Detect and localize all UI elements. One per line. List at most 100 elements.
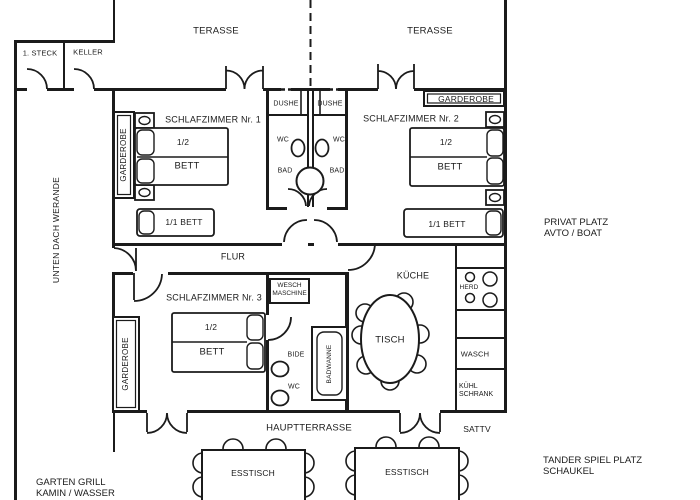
pillow (246, 314, 264, 341)
wall-top (414, 88, 507, 91)
bedroom2-wardrobe-label: GARDEROBE (438, 93, 494, 104)
wall-left-outer (14, 40, 17, 500)
burner (482, 271, 498, 287)
bedroom3-door-arc (133, 273, 163, 302)
dining-table-right-label: ESSTISCH (385, 466, 429, 477)
pillow (246, 342, 264, 370)
bedroom3-bed-half-label: 1/2 (204, 321, 218, 332)
doors-layer (26, 64, 441, 434)
washing-machine (269, 278, 310, 304)
wall-corridor-top (112, 243, 282, 246)
toilet (314, 138, 330, 158)
bedroom2-single-bed-label: 1/1 BETT (428, 218, 466, 229)
burner (482, 292, 498, 308)
sink-label: WASCH (460, 349, 490, 359)
sat-tv-label: SATTV (463, 423, 491, 434)
wall-top (338, 88, 378, 91)
private-parking-note: PRIVAT PLATZ AVTO / BOAT (544, 217, 609, 240)
pillow (136, 129, 155, 156)
nightstand-knob (138, 187, 151, 198)
bath-left-door-arc (287, 188, 307, 207)
bedroom1-bed-label: BETT (174, 160, 200, 172)
lower-wc-label: WC (288, 383, 300, 391)
bedroom3-wardrobe-label: GARDEROBE (121, 337, 130, 391)
wall-mainterrace-left (113, 413, 115, 452)
bathtub-inner (316, 331, 343, 396)
kitchen-table-label: TISCH (375, 334, 405, 346)
kitchen-counter-divider (455, 337, 506, 339)
terrace-left-label: TERASSE (193, 25, 239, 37)
wall-steck-bottom (14, 88, 27, 91)
wardrobe-bedroom3-inner (115, 319, 137, 409)
bedroom1-wardrobe-label: GARDEROBE (119, 128, 128, 182)
kitchen-counter-edge (455, 243, 457, 410)
toilet (290, 138, 306, 158)
burner (464, 292, 476, 304)
burner (464, 271, 476, 283)
dining-table-left-label: ESSTISCH (231, 467, 275, 478)
bedroom2-bed-label: BETT (437, 161, 463, 173)
kitchen-counter-divider (455, 267, 506, 269)
bathroom-lower-door-arc (267, 316, 292, 341)
shower-stall-side (300, 89, 321, 115)
bath-left-bad-label: BAD (277, 167, 293, 175)
keller-label: KELLER (73, 47, 103, 57)
toilet (270, 389, 290, 407)
wall-top (263, 88, 281, 91)
pillow (485, 210, 502, 236)
wall-bath-center (307, 88, 309, 207)
bedroom1-title: SCHLAFZIMMER Nr. 1 (165, 114, 261, 125)
bath-left-shower-label: DUSHE (273, 100, 299, 108)
wall-bedroom3-right (266, 340, 269, 410)
wall-steck-bottom (94, 88, 115, 91)
bedroom2-french-door (377, 64, 415, 90)
steck-door-arc (26, 68, 48, 90)
wall-corridor-bottom (168, 272, 348, 275)
playground-note: TANDER SPIEL PLATZ SCHAUKEL (543, 455, 643, 478)
dashed-lines (281, 0, 339, 91)
entrance-door-arc (113, 247, 137, 272)
wall-bottom (440, 410, 507, 413)
wall-corridor-top (308, 243, 314, 246)
keller-door-arc (73, 68, 95, 90)
wall-top (115, 88, 226, 91)
stove-label: HERD (459, 283, 479, 291)
wall-bottom (187, 410, 400, 413)
pillow (138, 210, 155, 235)
wall-bath-right (345, 88, 348, 207)
wall-bath-bottom (327, 207, 348, 210)
vestibule-door-arc (283, 219, 308, 243)
wall-terrace-left (113, 0, 115, 41)
wall-corridor-bottom (112, 272, 133, 275)
bidet-label: BIDE (287, 351, 305, 359)
bath-basin (295, 166, 325, 196)
bedroom3-terrace-door (146, 412, 188, 434)
bedroom1-french-door (225, 66, 264, 90)
wardrobe-bedroom2-inner (426, 93, 502, 104)
veranda-note-label: UNTEN DACH WERANDE (50, 176, 61, 284)
terrace-right-label: TERASSE (407, 25, 453, 37)
nightstand-knob (488, 192, 502, 203)
wardrobe-bedroom1-inner (116, 114, 132, 196)
dining-table-right (354, 447, 460, 500)
bedroom1-bed-half-label: 1/2 (176, 136, 190, 147)
wall-bath-center (312, 88, 314, 207)
pillow (486, 129, 504, 157)
main-terrace-title: HAUPTTERRASSE (266, 422, 352, 434)
bathtub-label: BADWANNE (325, 344, 333, 384)
wall-right-outer (504, 0, 507, 413)
bedroom3-title: SCHLAFZIMMER Nr. 3 (166, 292, 262, 303)
wall-corridor-top (338, 243, 348, 246)
wall-top (291, 88, 330, 91)
single-bed-bedroom2 (403, 208, 504, 238)
bidet (270, 360, 290, 378)
single-bed-bedroom1 (136, 208, 215, 237)
steck-label: 1. STECK (22, 48, 58, 58)
garden-note: GARTEN GRILL KAMIN / WASSER (36, 477, 115, 500)
wall-steck-top (14, 40, 115, 43)
kitchen-terrace-door (399, 412, 441, 434)
fridge-label: KÜHL SCHRANK (459, 383, 494, 399)
kitchen-door-arc (347, 242, 376, 271)
nightstand-knob (488, 114, 502, 125)
wall-steck-divider (63, 42, 65, 89)
